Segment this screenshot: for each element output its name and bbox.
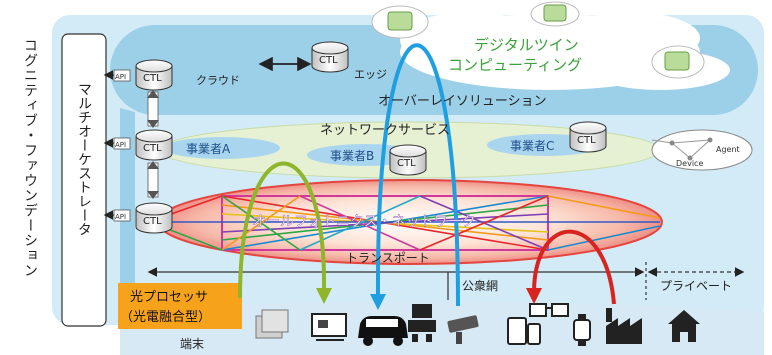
home-icon [668,310,700,342]
multi-orchestrator-box [61,33,107,327]
factory-icon [606,308,642,344]
all-photonics-label: オールフォトニクス・ネットワーク [252,214,476,230]
api-label: API [115,213,126,221]
ctl-label: CTL [143,216,162,227]
operator-a-label: 事業者A [186,142,231,156]
mobile-devices-icon [507,317,541,345]
optical-processor-label: （光電融合型） [120,310,211,325]
ctl-label: CTL [397,158,416,169]
optical-processor-box [118,283,242,329]
cloud-label: クラウド [196,74,240,87]
overlay-label: オーバーレイソリューション [378,94,547,109]
public-network-label: 公衆網 [462,279,498,293]
car-icon [358,316,408,346]
agent-label: Agent [716,145,740,154]
network-service-label: ネットワークサービス [320,123,450,138]
api-label: API [115,73,126,81]
ctl-cylinders [135,41,607,234]
optical-processor-label: 光プロセッサ [130,290,208,305]
api-label: API [115,141,126,149]
ctl-label: CTL [577,135,596,146]
cognitive-foundation-label: コグニティブ・ファウンデーション [22,38,38,278]
optical-processor-icon [255,309,289,339]
ctl-link-arrows [147,90,159,199]
ctl-label: CTL [143,73,162,84]
camera-icon [447,315,479,344]
ctl-label: CTL [143,143,162,154]
operator-c-label: 事業者C [510,139,554,153]
digital-twin-cloud [371,1,730,90]
brain-icon [387,4,690,71]
watch-icon [573,314,591,346]
digital-twin-label: コンピューティング [448,56,582,74]
transport-label: トランスポート [346,251,430,265]
digital-twin-label: デジタルツイン [474,36,579,54]
robot-icon [408,304,436,342]
all-photonics-network [157,179,663,265]
network-scope-lines [147,262,745,300]
private-label: プライベート [660,279,732,293]
operator-b-label: 事業者B [330,149,374,163]
glasses-icon [529,303,569,317]
device-label: Device [676,159,703,168]
ctl-label: CTL [319,55,338,66]
terminal-label: 端末 [180,337,204,351]
red-loop-arrow [526,229,616,305]
orchestrator-label: マルチオーケストレータ [76,82,92,236]
monitor-icon [311,313,347,341]
edge-label: エッジ [354,68,387,81]
agent-device-graph [651,129,753,171]
blue-loop-arrow [370,43,460,310]
green-loop-arrow [238,161,332,304]
